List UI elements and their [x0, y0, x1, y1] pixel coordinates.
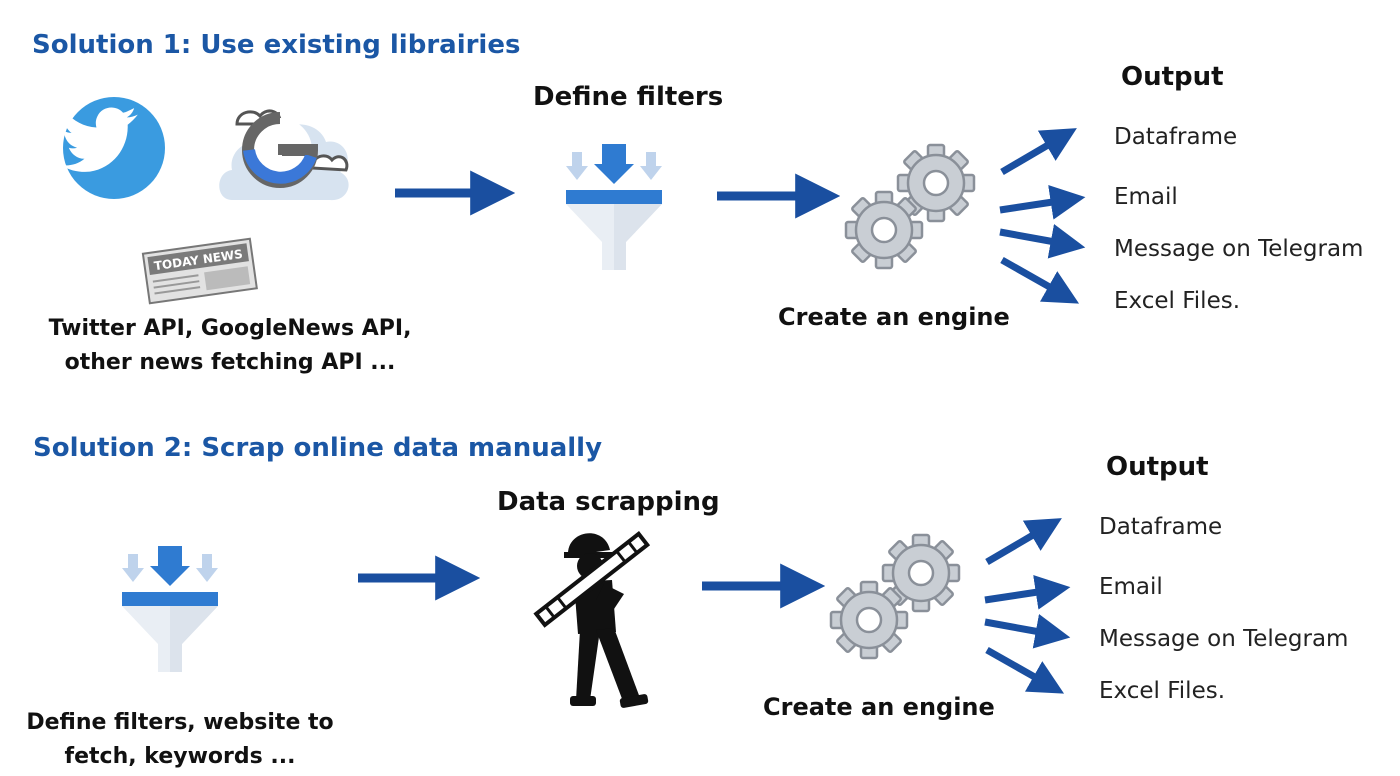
filters-caption-line1: Define filters, website to	[26, 710, 334, 735]
output-item-email-1: Email	[1114, 184, 1178, 210]
output-title-1: Output	[1121, 62, 1224, 92]
output-item-telegram-1: Message on Telegram	[1114, 236, 1364, 262]
worker-icon	[533, 531, 651, 708]
twitter-icon	[61, 97, 165, 199]
output-item-dataframe-2: Dataframe	[1099, 514, 1223, 540]
arrow-icon	[984, 575, 1071, 610]
output-item-email-2: Email	[1099, 574, 1163, 600]
newspaper-icon: TODAY NEWS	[141, 237, 258, 305]
output-item-dataframe-1: Dataframe	[1114, 124, 1238, 150]
solution1-title: Solution 1: Use existing librairies	[32, 30, 521, 60]
solution2-title: Solution 2: Scrap online data manually	[33, 433, 603, 463]
output-arrows-1	[999, 128, 1086, 304]
gears-icon	[814, 518, 976, 675]
define-filters-label: Define filters	[533, 82, 724, 112]
arrow-icon	[999, 185, 1086, 220]
filters-caption-line2: fetch, keywords ...	[64, 744, 296, 769]
sources-caption-line1: Twitter API, GoogleNews API,	[48, 316, 412, 341]
arrow-icon	[984, 614, 1071, 649]
data-scrapping-label: Data scrapping	[497, 487, 720, 517]
output-arrows-2	[984, 518, 1071, 694]
sources-caption-line2: other news fetching API ...	[64, 350, 396, 375]
output-item-telegram-2: Message on Telegram	[1099, 626, 1349, 652]
google-cloud-icon	[219, 109, 349, 201]
filter-funnel-icon	[566, 144, 662, 270]
arrow-icon	[1000, 256, 1080, 304]
output-title-2: Output	[1106, 452, 1209, 482]
arrow-icon	[985, 518, 1062, 566]
output-item-excel-2: Excel Files.	[1099, 678, 1226, 704]
arrow-icon	[985, 646, 1065, 694]
arrow-icon	[999, 224, 1086, 259]
filters-caption: Define filters, website to fetch, keywor…	[10, 706, 350, 774]
engine-label-1: Create an engine	[778, 303, 1010, 331]
gears-icon	[829, 128, 991, 285]
arrow-icon	[1000, 128, 1077, 176]
output-item-excel-1: Excel Files.	[1114, 288, 1241, 314]
filter-funnel-icon	[122, 546, 218, 672]
engine-label-2: Create an engine	[763, 693, 995, 721]
sources-caption: Twitter API, GoogleNews API, other news …	[40, 312, 420, 380]
